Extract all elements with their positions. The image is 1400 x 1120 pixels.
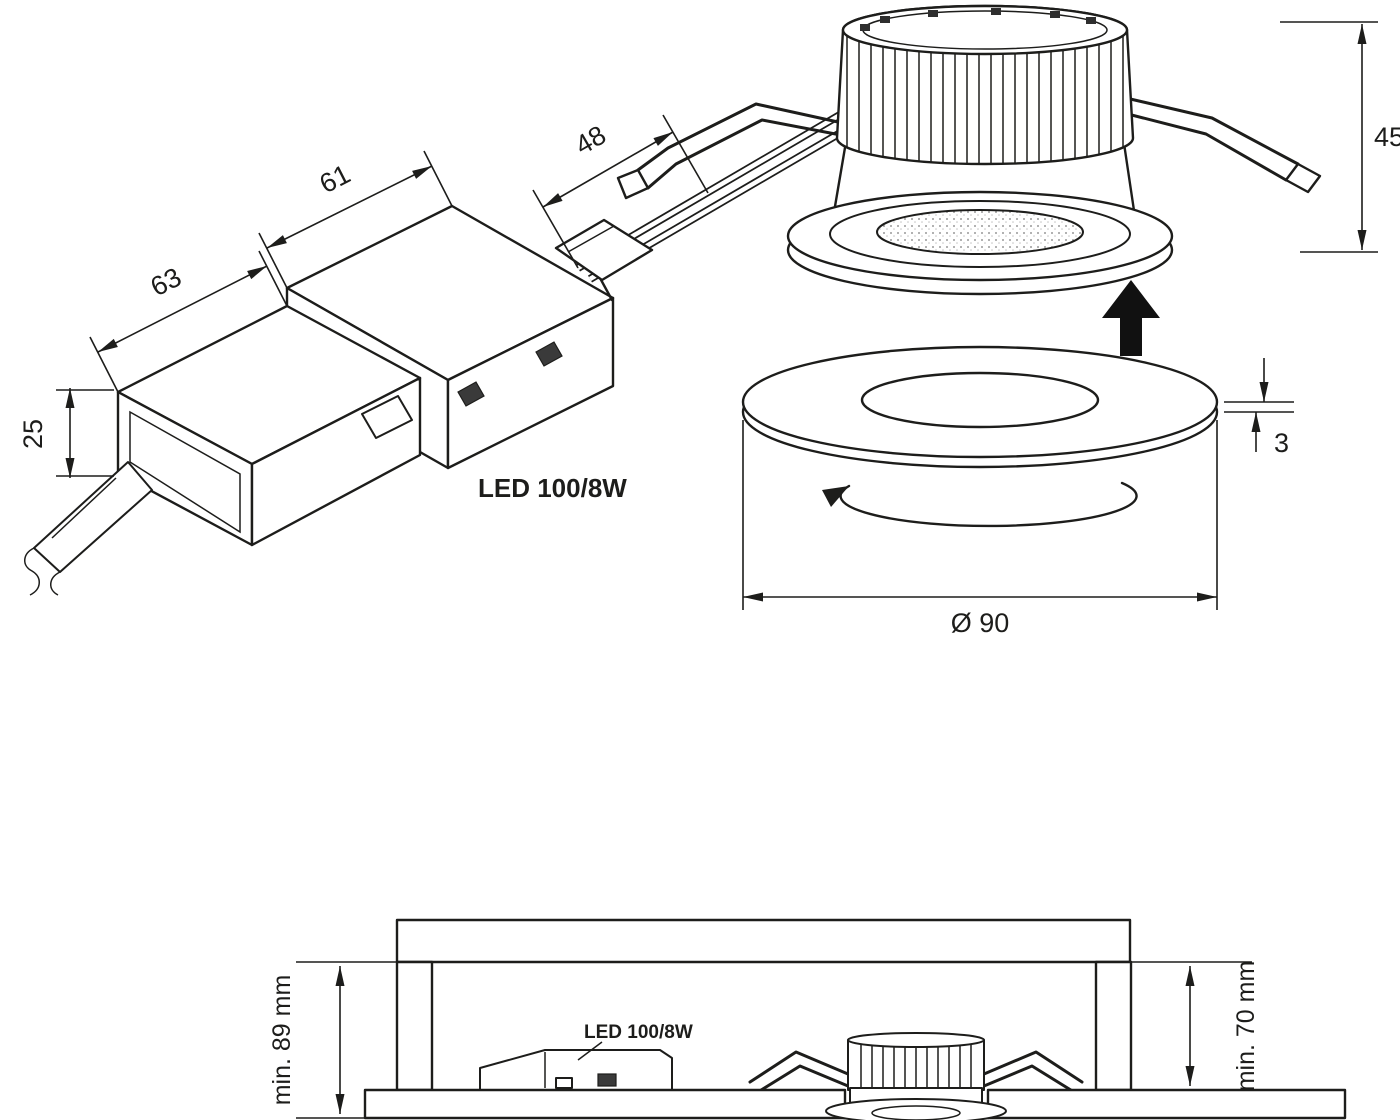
ceiling-top-board: [395, 918, 1132, 964]
dimension-45: 45: [1280, 21, 1400, 253]
section-clip-left-2: [756, 1064, 850, 1094]
heatsink: [835, 4, 1135, 166]
cable-break-squiggle-2: [50, 571, 61, 596]
cable-mid-line: [51, 477, 117, 539]
driver-cable: [33, 461, 153, 573]
ceiling-panel-right: [986, 1088, 1347, 1120]
dimension-diameter-90: Ø 90: [742, 420, 1218, 638]
dip-switch-1: [457, 381, 485, 407]
driver-isometric: [24, 204, 615, 596]
heatsink-notches: [860, 8, 1096, 31]
clip-right-bar-1: [1124, 96, 1300, 166]
dimension-min-89: min. 89 mm: [268, 961, 397, 1119]
dim-label-3: 3: [1274, 428, 1289, 458]
clip-left-foot: [616, 168, 650, 200]
clip-left-bar-2: [646, 118, 848, 190]
luminaire-flange: [786, 190, 1174, 296]
dimension-min-70: min. 70 mm: [1131, 961, 1260, 1092]
section-clip-right-2: [982, 1064, 1076, 1094]
section-bezel: [825, 1098, 1007, 1120]
wire-plug-detail: [567, 225, 615, 253]
rotation-arrow: [822, 481, 1138, 528]
dim-label-min-70: min. 70 mm: [1232, 961, 1260, 1092]
mounting-ring: [741, 345, 1219, 469]
dim-label-diameter: Ø 90: [951, 608, 1010, 638]
clip-right-foot: [1284, 162, 1322, 194]
dim-label-min-89: min. 89 mm: [268, 975, 296, 1106]
rotation-arrowhead: [822, 486, 849, 507]
spring-clip-right: [1118, 96, 1322, 194]
connector-side-opening: [361, 395, 413, 439]
section-clip-right-1: [982, 1050, 1084, 1084]
rotation-arc: [839, 481, 1138, 528]
section-heatsink-top: [847, 1032, 985, 1048]
product-label: LED 100/8W: [478, 473, 627, 503]
connector-front-inset: [129, 410, 241, 534]
driver-section-detail: [555, 1077, 573, 1089]
lens: [876, 209, 1084, 255]
stud-right: [1094, 960, 1133, 1092]
dim-label-45: 45: [1374, 122, 1400, 152]
heatsink-fin-lines: [846, 6, 1124, 164]
dim-label-63: 63: [146, 262, 186, 302]
dim-label-25: 25: [18, 419, 48, 449]
section-trim: [825, 1098, 1007, 1120]
dimension-3: 3: [1224, 358, 1294, 458]
dip-switch-2: [535, 341, 563, 367]
ceiling-panel-left: [363, 1088, 847, 1120]
dim-label-48: 48: [570, 120, 611, 161]
dimension-25: 25: [18, 388, 114, 478]
driver-section-view: [479, 1041, 673, 1091]
ring-hole: [860, 371, 1100, 429]
section-bezel-inner: [871, 1105, 961, 1120]
heatsink-top-face: [841, 4, 1129, 56]
driver-section-switch: [597, 1073, 617, 1087]
driver-section-outline: [479, 1049, 673, 1091]
clip-right-bar-2: [1118, 110, 1288, 182]
luminaire-isometric: [616, 4, 1322, 296]
plug-link: [598, 276, 614, 302]
dim-label-61: 61: [315, 159, 355, 199]
wire-plug: [554, 218, 654, 282]
cable-break-squiggle: [24, 547, 40, 596]
section-fin-lines: [860, 1042, 972, 1088]
driver-body-right-face: [446, 296, 615, 470]
section-product-label: LED 100/8W: [584, 1022, 693, 1043]
stud-left: [395, 960, 434, 1092]
insert-direction-arrow: [1102, 280, 1160, 356]
label-leader: [577, 1041, 603, 1061]
installation-cross-section: LED 100/8W min. 89 mm mi: [268, 918, 1347, 1120]
section-clip-left-1: [748, 1050, 850, 1084]
